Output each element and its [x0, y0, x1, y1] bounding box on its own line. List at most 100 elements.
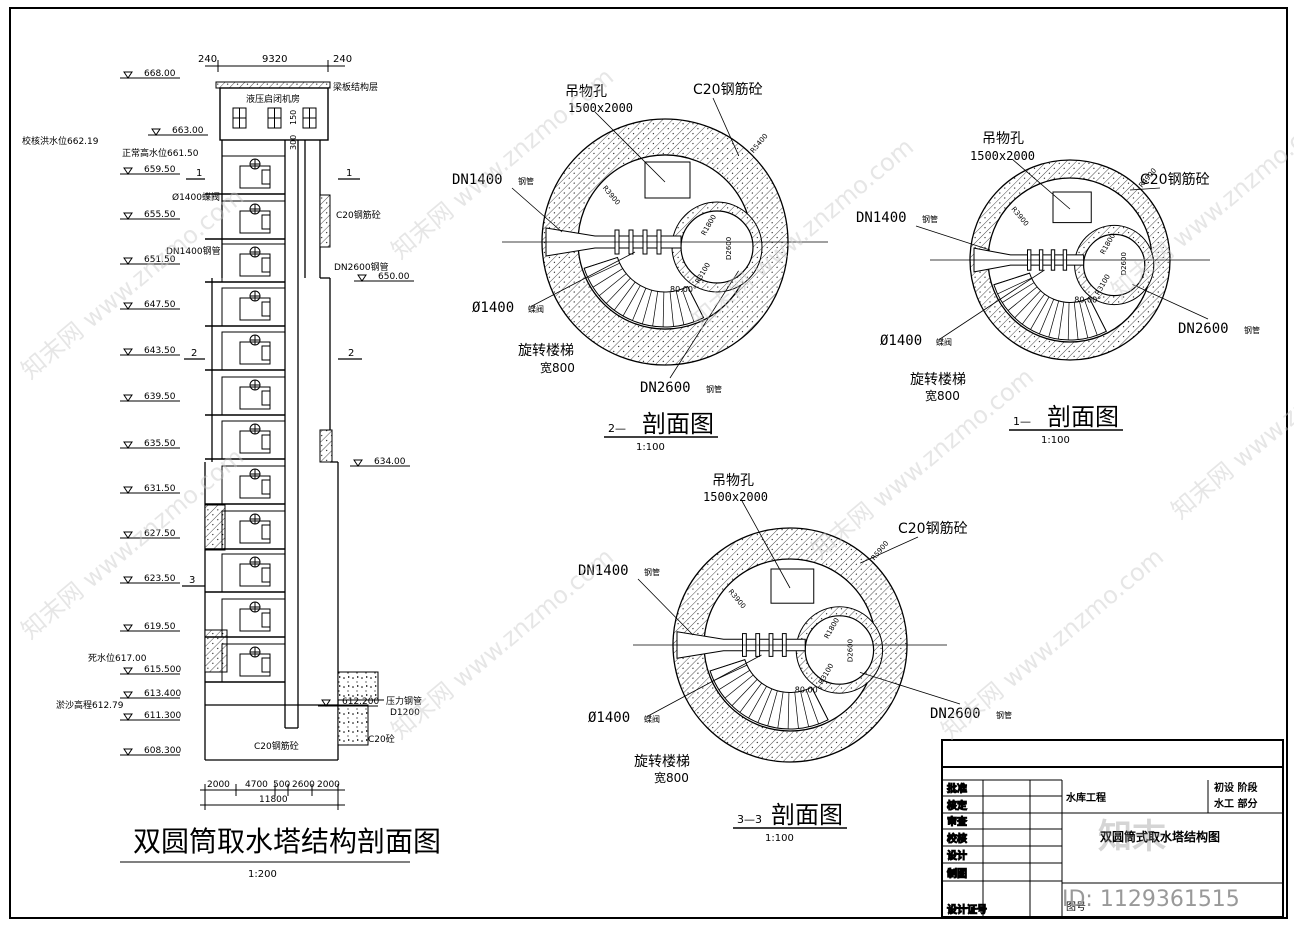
bottom-dim-4: 2600 [292, 780, 315, 790]
hoist-size: 1500x2000 [703, 490, 768, 504]
dim-300: 300 [289, 135, 298, 150]
section-mark-1-left: 1 [196, 168, 202, 179]
section-scale: 1:100 [765, 833, 794, 844]
tb-row-label: 核定 [947, 799, 967, 812]
level-value: 655.50 [144, 210, 176, 220]
level-value: 612.200 [342, 697, 379, 707]
level-value: 615.500 [144, 665, 181, 675]
level-marker: 650.00 [354, 272, 414, 282]
pipe-out-unit: 钢管 [996, 710, 1012, 720]
hoist-hole [770, 568, 815, 604]
main-scale: 1:200 [248, 869, 277, 880]
level-value: 639.50 [144, 392, 176, 402]
r-inner: R3900 [727, 588, 748, 611]
level-marker: 613.400 [120, 689, 181, 699]
bottom-dim-1: 2000 [207, 780, 230, 790]
tb-project: 水库工程 [1065, 791, 1106, 804]
dead-level: 死水位617.00 [88, 652, 147, 664]
pipe-in-unit: 钢管 [644, 567, 660, 577]
id-text: ID: 1129361515 [1062, 887, 1240, 912]
level-marker: 623.50 [120, 574, 180, 584]
section-mark-1-right: 1 [346, 168, 352, 179]
hoist-hole [644, 161, 691, 199]
hoist-size: 1500x2000 [970, 149, 1035, 163]
pipe-in-label: DN1400 [856, 210, 907, 226]
valve-unit: 蝶阀 [644, 714, 660, 724]
watermark: 知末网 www.znzmo.com [936, 543, 1169, 745]
tb-dept: 水工 部分 [1213, 797, 1257, 810]
level-value: 627.50 [144, 529, 176, 539]
pipe-in-label: DN1400 [452, 172, 503, 188]
tb-row-label: 批准 [947, 782, 967, 795]
level-value: 663.00 [172, 126, 204, 136]
pipe-in-unit: 钢管 [518, 176, 534, 186]
pipe-out-unit: 钢管 [1244, 325, 1260, 335]
section-3-3: 80.00°R5900R3900R1800R3100D2600吊物孔1500x2… [578, 473, 1012, 844]
r-inner: R3900 [1009, 205, 1030, 228]
valve-label: Ø1400 [880, 333, 922, 349]
bottom-dim-2: 4700 [245, 780, 268, 790]
tb-row-label: 设计 [947, 849, 967, 862]
pipe-out-unit: 钢管 [706, 384, 722, 394]
silt-level: 淤沙高程612.79 [56, 699, 124, 711]
section-number: 2— [608, 422, 626, 435]
tb-row-label: 审查 [947, 815, 968, 828]
level-value: 668.00 [144, 69, 176, 79]
machine-room-label: 液压启闭机房 [246, 93, 300, 105]
watermark: 知末网 www.znzmo.com [386, 543, 619, 745]
stair-label: 旋转楼梯 [634, 754, 690, 770]
top-dim-left: 240 [198, 54, 217, 65]
level-marker: 655.50 [120, 210, 180, 220]
section-scale: 1:100 [636, 442, 665, 453]
stair-label: 旋转楼梯 [518, 343, 574, 359]
top-dim-right: 240 [333, 54, 352, 65]
level-marker: 608.300 [120, 746, 181, 756]
tb-row-label: 设计证号 [947, 903, 987, 916]
r-inner: R3900 [601, 184, 622, 207]
tb-drawing-no: 图号 [1066, 901, 1086, 913]
tb-logo: 知末 [1098, 817, 1166, 857]
section-number: 3—3 [737, 813, 762, 826]
concrete-label: C20钢筋砼 [1140, 171, 1210, 188]
tb-row-label: 校核 [947, 832, 967, 845]
valve-label: Ø1400 [472, 300, 514, 316]
valve-note: Ø1400蝶阀 [172, 191, 220, 203]
level-marker: 611.300 [120, 711, 181, 721]
level-marker: 668.00 [120, 69, 180, 79]
section-mark-2-right: 2 [348, 348, 354, 359]
pressure-dia-note: D1200 [390, 708, 420, 718]
pipe-in-label: DN1400 [578, 563, 629, 579]
top-dim-mid: 9320 [262, 54, 287, 65]
pipe-out-label: DN2600 [1178, 321, 1229, 337]
stair-width: 宽800 [654, 770, 689, 785]
level-value: 619.50 [144, 622, 176, 632]
level-marker: 647.50 [120, 300, 180, 310]
level-value: 647.50 [144, 300, 176, 310]
section-title: 剖面图 [642, 410, 714, 438]
bottom-concrete: C20钢筋砼 [254, 740, 299, 752]
bottom-total: 11800 [259, 795, 288, 805]
d-small: D2600 [725, 237, 733, 260]
bottom-dim-3: 500 [273, 780, 290, 790]
section-2-2: 80.00°R5400R3900R1800R3100D2600吊物孔1500x2… [452, 81, 828, 453]
stair-width: 宽800 [925, 388, 960, 403]
elevation-view: 240 9320 240 梁板结构层 液压启闭机房 300 150 [22, 54, 441, 880]
inner-shaft [804, 615, 875, 685]
flood-level: 校核洪水位662.19 [22, 135, 99, 147]
level-value: 635.50 [144, 439, 176, 449]
level-value: 651.50 [144, 255, 176, 265]
sheet-border [9, 7, 1288, 919]
hoist-label: 吊物孔 [565, 84, 607, 100]
level-marker: 635.50 [120, 439, 180, 449]
pipe-left-note: DN1400钢管 [166, 245, 221, 257]
level-value: 650.00 [378, 272, 410, 282]
pipe-out-label: DN2600 [640, 380, 691, 396]
pipe-out-label: DN2600 [930, 706, 981, 722]
level-value: 659.50 [144, 165, 176, 175]
level-value: 623.50 [144, 574, 176, 584]
stair-label: 旋转楼梯 [910, 372, 966, 388]
angle-label: 80.00° [795, 686, 822, 695]
d-small: D2600 [1120, 252, 1128, 275]
